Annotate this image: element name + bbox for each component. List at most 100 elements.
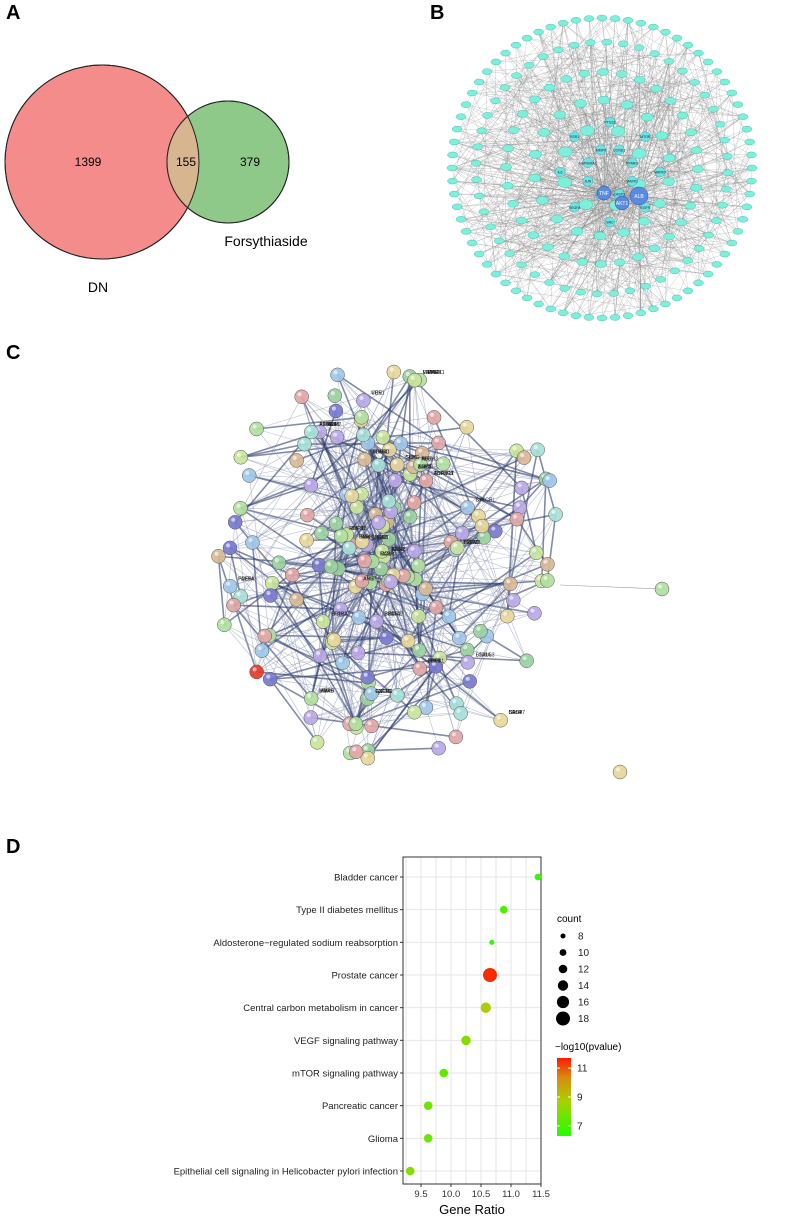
network-b-edge	[522, 113, 605, 194]
network-c-edge	[383, 515, 479, 563]
network-b-edge	[516, 75, 747, 207]
network-c-edge	[256, 416, 362, 430]
network-c-edge	[261, 560, 365, 651]
network-b-edge	[694, 82, 739, 105]
network-c-edge	[394, 480, 514, 601]
network-b-edge	[479, 192, 605, 255]
network-c-edge	[346, 534, 468, 651]
network-c-node-highlight	[403, 572, 408, 577]
network-b-edge	[451, 167, 629, 316]
network-b-edge	[580, 180, 752, 293]
network-c-edge	[361, 580, 421, 669]
network-c-node	[312, 424, 327, 440]
network-c-edge	[261, 650, 318, 743]
network-c-edge	[240, 437, 384, 509]
network-c-node-highlight	[363, 672, 368, 677]
network-b-edge	[619, 195, 640, 263]
network-b-node	[455, 113, 467, 120]
network-b-edge	[575, 303, 666, 316]
network-c-node-highlight	[453, 543, 458, 548]
network-b-edge	[534, 99, 700, 249]
network-b-edge	[575, 195, 640, 316]
network-c-edge	[378, 522, 481, 632]
network-b-edge	[512, 52, 699, 204]
network-c-edge	[346, 534, 363, 582]
network-c-edge	[342, 514, 376, 663]
network-b-edge	[588, 195, 640, 318]
legend-count-label: 16	[578, 998, 590, 1009]
network-c-edge	[240, 596, 263, 651]
network-b-edge	[564, 236, 670, 257]
network-b-edge	[603, 192, 688, 261]
network-b-edge	[479, 139, 725, 255]
network-b-node	[570, 227, 584, 236]
network-c-edge	[375, 514, 450, 617]
network-b-edge	[479, 81, 640, 154]
x-tick-label: 11.5	[532, 1189, 550, 1200]
network-c-edge	[306, 540, 334, 640]
network-c-edge	[269, 640, 409, 680]
network-b-edge	[698, 248, 725, 255]
network-b-edge	[478, 26, 654, 255]
network-c-edge	[371, 560, 404, 577]
network-c-edge	[455, 549, 542, 582]
network-c-edge	[330, 532, 463, 567]
network-c-edge	[371, 693, 457, 704]
network-b-inner-label: MAPK1	[626, 180, 638, 184]
network-b-node	[510, 41, 522, 49]
network-b-edge	[490, 226, 497, 275]
network-b-edge	[627, 20, 670, 159]
network-b-edge	[535, 154, 661, 280]
network-b-edge	[495, 235, 601, 275]
network-b-edge	[466, 181, 669, 232]
network-b-edge	[512, 202, 623, 204]
network-b-edge	[603, 100, 671, 194]
network-b-edge	[564, 153, 640, 183]
network-c-node-highlight	[220, 620, 225, 625]
network-b-edge	[483, 61, 709, 212]
network-c-node-highlight	[379, 552, 384, 557]
network-b-edge	[564, 256, 666, 305]
network-c-node-highlight	[421, 476, 426, 481]
network-b-edge	[486, 71, 654, 310]
network-b-node	[702, 58, 714, 66]
network-c-node	[326, 632, 342, 648]
network-b-edge	[515, 23, 642, 291]
network-b-edge	[454, 193, 510, 254]
network-c-edge	[346, 534, 437, 608]
network-c-node-highlight	[478, 521, 483, 526]
network-c-edge	[301, 396, 350, 549]
network-b-edge	[613, 141, 750, 294]
network-c-edge	[419, 612, 535, 651]
network-b-edge	[637, 206, 747, 258]
network-b-edge	[621, 202, 691, 206]
network-b-edge	[621, 202, 655, 249]
network-c-edge	[346, 534, 367, 546]
network-b-edge	[528, 65, 605, 194]
network-c-node-highlight	[386, 507, 391, 512]
network-b-edge	[603, 61, 709, 194]
network-b-node	[653, 199, 667, 208]
network-c-node-highlight	[316, 651, 321, 656]
network-c-edge	[256, 428, 411, 475]
network-c-label: FLT4	[392, 547, 404, 553]
network-b-node	[473, 78, 485, 86]
network-c-edge	[355, 586, 468, 651]
network-c-edge	[341, 550, 416, 664]
network-c-edge	[380, 464, 398, 570]
network-c-edge	[413, 466, 483, 527]
network-b-node	[504, 250, 515, 257]
network-b-inner-label: HSP90AA1	[579, 161, 597, 165]
network-c-node	[328, 403, 344, 419]
network-b-node	[482, 112, 493, 119]
network-c-label: EHMT	[418, 464, 432, 470]
network-b-inner-label: CASP3	[613, 193, 625, 197]
network-b-edge	[534, 53, 655, 100]
network-c-node	[542, 473, 557, 488]
network-b-edge	[704, 95, 748, 207]
network-b-edge	[582, 38, 678, 263]
network-b-edge	[638, 53, 655, 197]
network-c-node-highlight	[288, 570, 293, 575]
network-c-label: FGFR2	[375, 689, 392, 695]
network-b-edge	[599, 202, 623, 237]
